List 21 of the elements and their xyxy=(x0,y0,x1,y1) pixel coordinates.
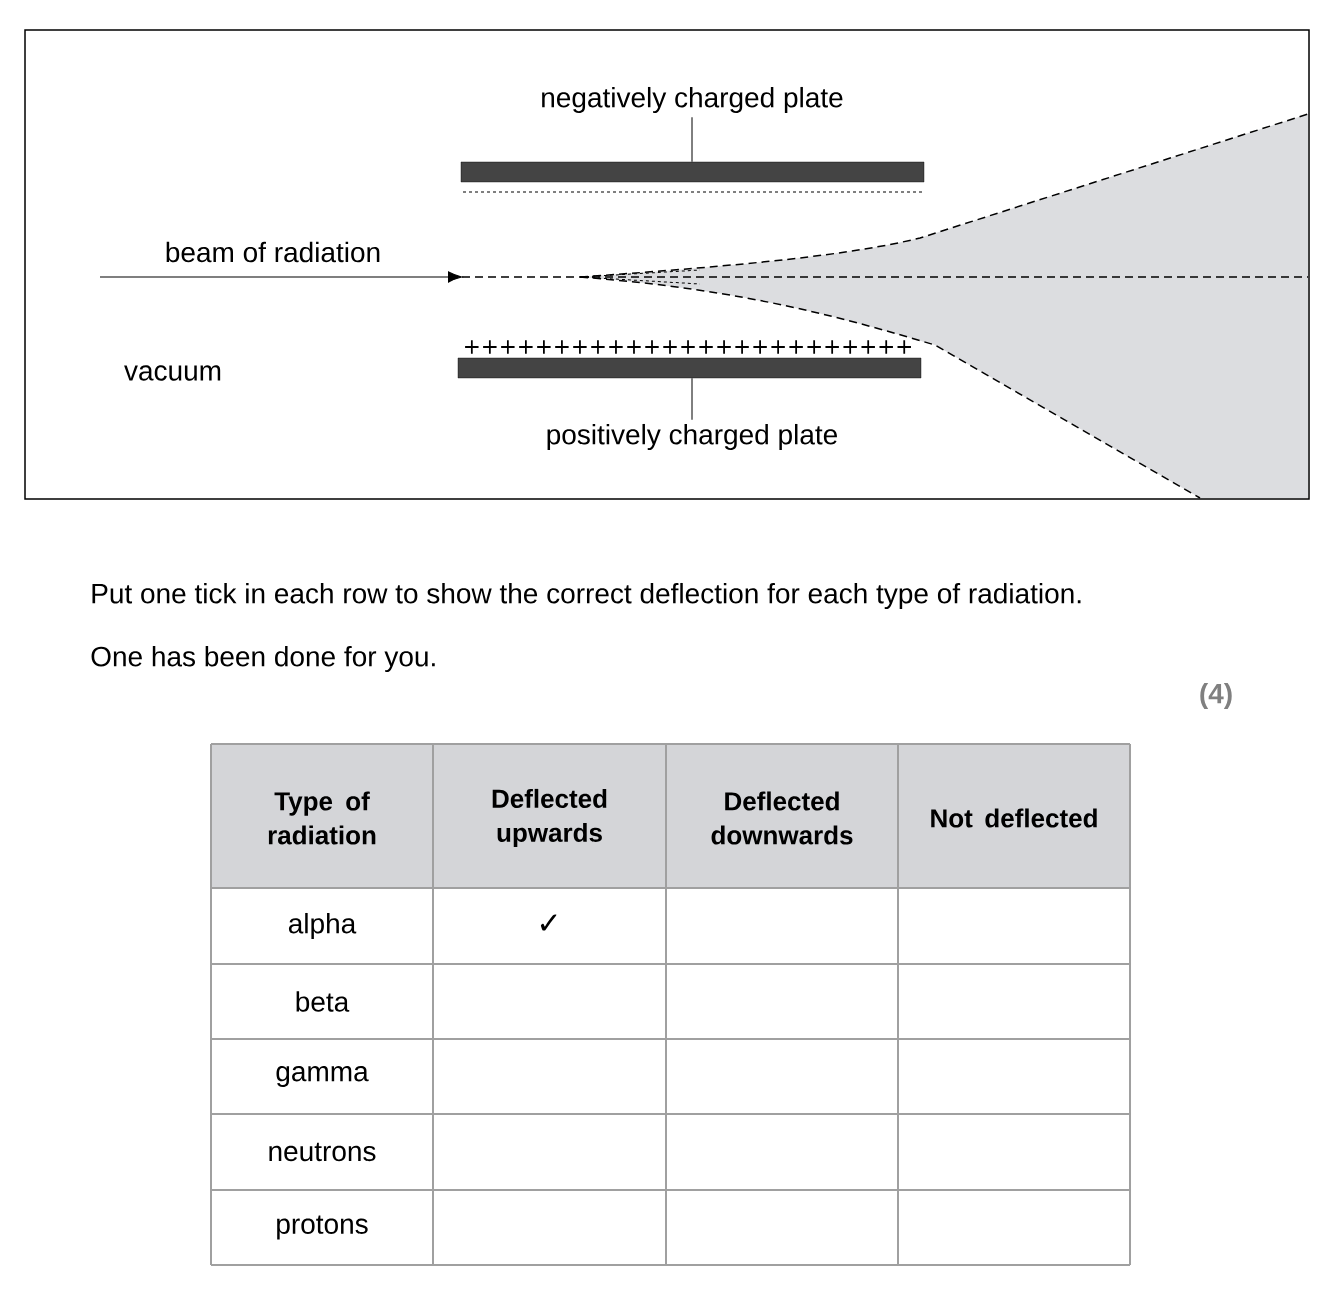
plate-label: positively charged plate xyxy=(547,423,837,451)
header-cell: Deflected upwards xyxy=(492,788,607,848)
beam-label: beam of radiation xyxy=(166,241,380,263)
tick-mark: ✓ xyxy=(540,914,557,931)
table-cell: beta xyxy=(296,991,350,1012)
marks-label: (4) xyxy=(1200,682,1232,710)
vacuum-label: vacuum xyxy=(124,365,221,381)
table-cell: alpha xyxy=(288,912,357,940)
header-cell: Type of radiation xyxy=(268,791,376,845)
instruction-text: One has been done for you. xyxy=(91,645,435,673)
plate xyxy=(460,161,925,183)
leader-line xyxy=(691,116,693,163)
plate-label: negatively charged plate xyxy=(542,86,843,114)
table-cell: protons xyxy=(277,1215,368,1240)
plate xyxy=(457,357,922,379)
header-cell: Not deflected xyxy=(931,808,1097,828)
table-cell: gamma xyxy=(276,1066,369,1087)
header-cell: Deflected downwards xyxy=(711,791,853,845)
leader-line xyxy=(691,377,693,421)
instruction-text: Put one tick in each row to show the correct deflection for each type of radiation. xyxy=(92,582,1081,610)
table-cell: neutrons xyxy=(269,1142,376,1162)
